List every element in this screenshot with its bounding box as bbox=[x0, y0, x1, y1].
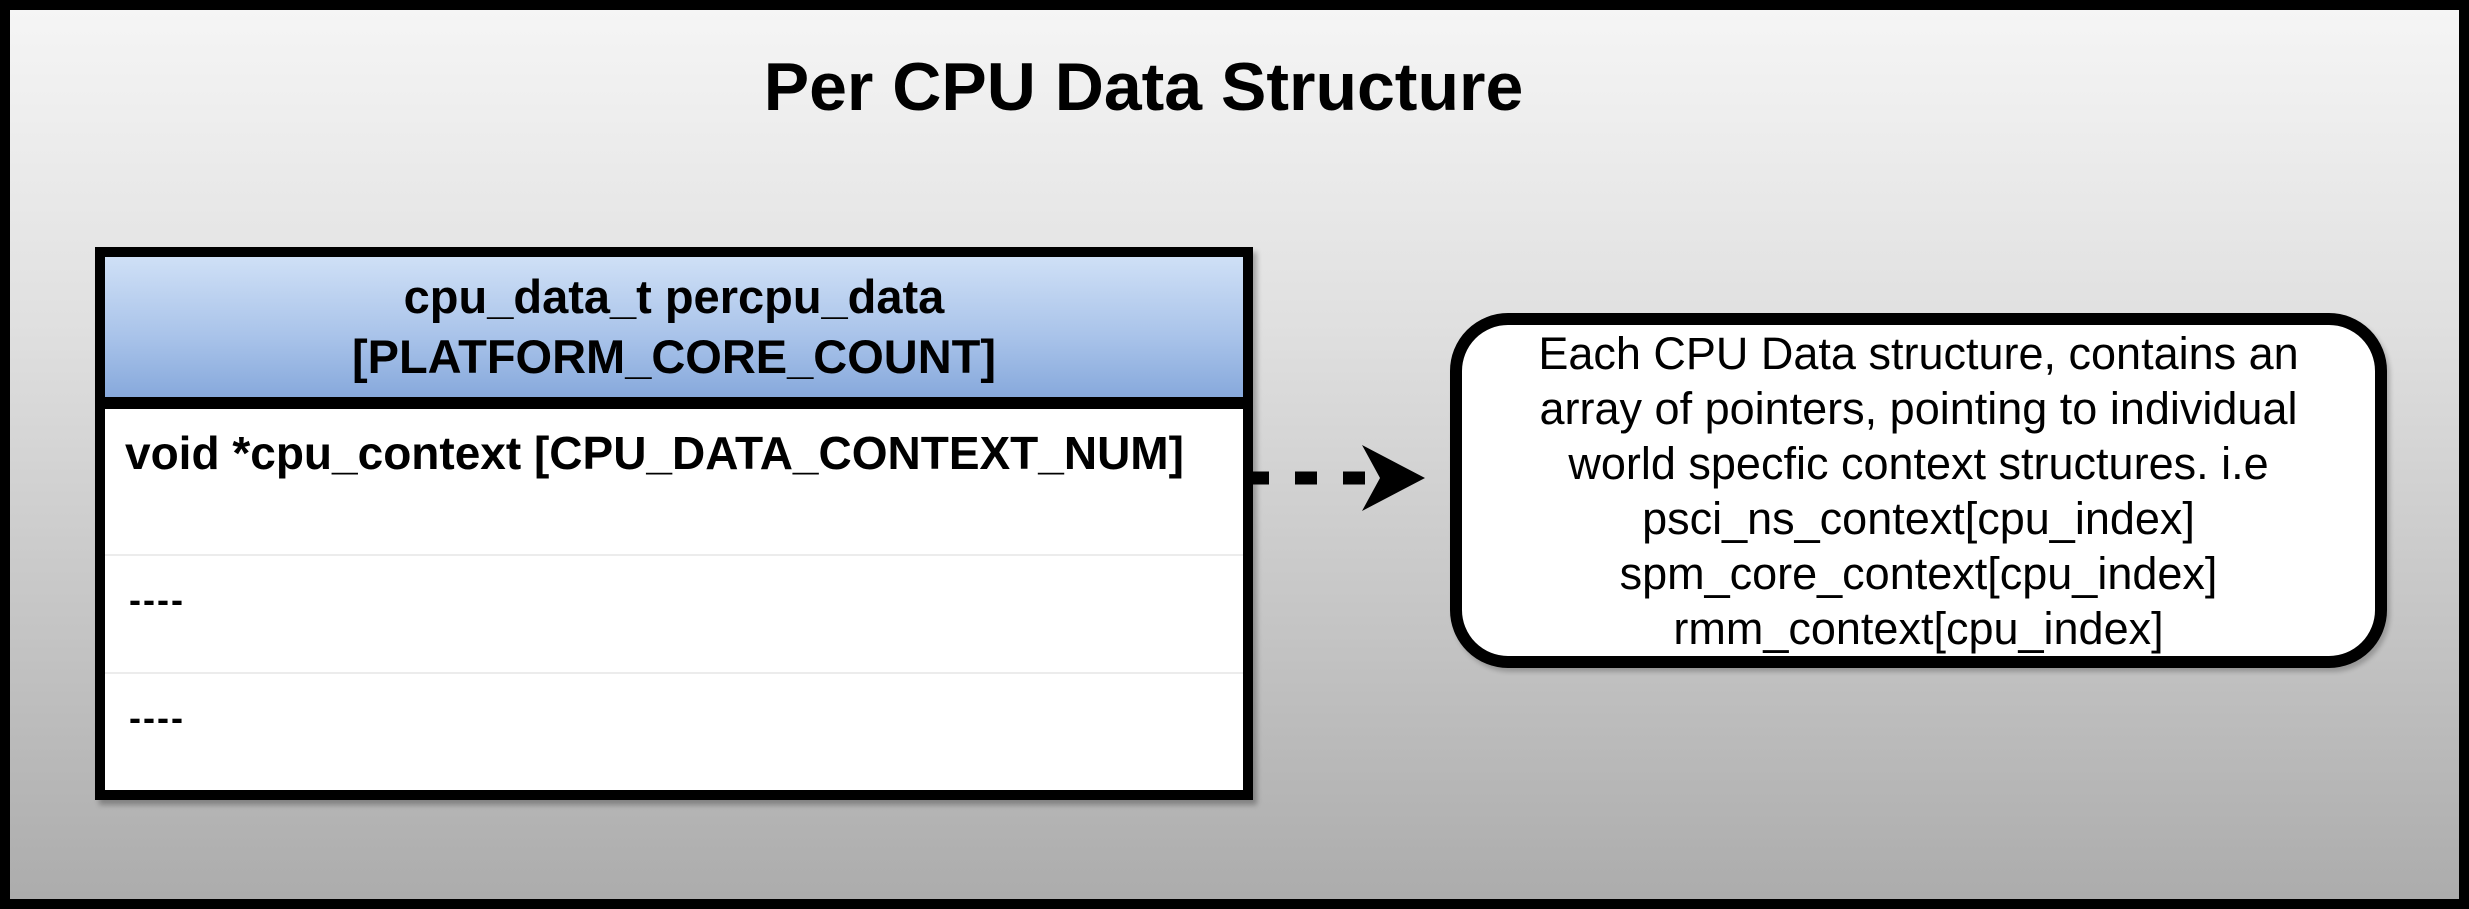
diagram-title: Per CPU Data Structure bbox=[763, 49, 1524, 125]
struct-header-line1: cpu_data_t percpu_data bbox=[403, 270, 945, 323]
struct-row-placeholder-2: ---- bbox=[105, 672, 1243, 790]
callout-line-4: psci_ns_context[cpu_index] bbox=[1642, 492, 2195, 544]
dashed-arrow-head bbox=[1362, 445, 1425, 511]
callout-note: Each CPU Data structure, contains an arr… bbox=[1450, 313, 2387, 668]
struct-table-header: cpu_data_t percpu_data [PLATFORM_CORE_CO… bbox=[105, 257, 1243, 409]
struct-row-placeholder-2-text: ---- bbox=[129, 697, 185, 738]
callout-line-1: Each CPU Data structure, contains an bbox=[1538, 327, 2299, 379]
struct-header-line2: [PLATFORM_CORE_COUNT] bbox=[351, 330, 997, 383]
callout-line-6: rmm_context[cpu_index] bbox=[1673, 602, 2164, 654]
dashed-arrow bbox=[1247, 445, 1425, 511]
struct-row-placeholder-1-text: ---- bbox=[129, 579, 185, 620]
struct-row-cpu-context: void *cpu_context [CPU_DATA_CONTEXT_NUM] bbox=[105, 409, 1243, 554]
callout-line-5: spm_core_context[cpu_index] bbox=[1619, 547, 2218, 599]
per-cpu-data-struct-table: cpu_data_t percpu_data [PLATFORM_CORE_CO… bbox=[95, 247, 1253, 800]
callout-line-3: world specfic context structures. i.e bbox=[1568, 437, 2269, 489]
callout-line-2: array of pointers, pointing to individua… bbox=[1539, 382, 2298, 434]
struct-row-placeholder-1: ---- bbox=[105, 554, 1243, 672]
struct-row-cpu-context-text: void *cpu_context [CPU_DATA_CONTEXT_NUM] bbox=[125, 427, 1184, 479]
